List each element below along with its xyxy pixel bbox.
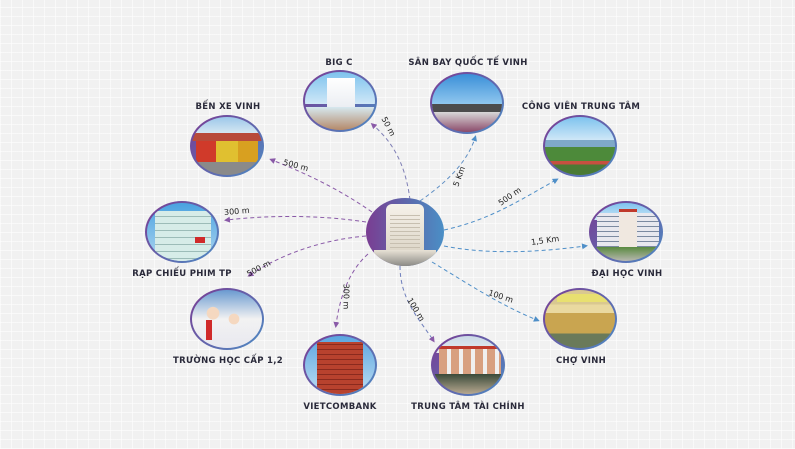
label-dai-hoc: ĐẠI HỌC VINH (591, 269, 663, 279)
big-c-photo (305, 72, 375, 130)
node-dai-hoc[interactable] (589, 201, 663, 263)
node-ben-xe[interactable] (190, 115, 264, 177)
label-trung-tam: TRUNG TÂM TÀI CHÍNH (411, 402, 525, 412)
cinema-photo (147, 203, 217, 261)
school-photo (192, 290, 262, 348)
node-big-c[interactable] (303, 70, 377, 132)
finance-center-photo (433, 336, 503, 394)
bus-station-photo (192, 117, 262, 175)
university-photo (591, 203, 661, 261)
distance-vietcombank: 300 m (341, 283, 351, 310)
node-cho-vinh[interactable] (543, 288, 617, 350)
node-trung-tam[interactable] (431, 334, 505, 396)
label-san-bay: SÂN BAY QUỐC TẾ VINH (408, 58, 528, 68)
node-rap-chieu[interactable] (145, 201, 219, 263)
label-big-c: BIG C (325, 58, 353, 68)
market-photo (545, 290, 615, 348)
airport-photo (432, 74, 502, 132)
label-ben-xe: BẾN XE VINH (195, 102, 261, 112)
node-vietcombank[interactable] (303, 334, 377, 396)
node-truong-hoc[interactable] (190, 288, 264, 350)
vietcombank-photo (305, 336, 375, 394)
label-truong-hoc: TRƯỜNG HỌC CẤP 1,2 (173, 356, 283, 366)
node-san-bay[interactable] (430, 72, 504, 134)
label-cong-vien: CÔNG VIÊN TRUNG TÂM (521, 102, 641, 112)
node-cong-vien[interactable] (543, 115, 617, 177)
label-vietcombank: VIETCOMBANK (303, 402, 377, 412)
label-rap-chieu: RẠP CHIẾU PHIM TP (132, 269, 232, 279)
park-photo (545, 117, 615, 175)
center-building-node (366, 198, 444, 266)
label-cho-vinh: CHỢ VINH (555, 356, 607, 366)
